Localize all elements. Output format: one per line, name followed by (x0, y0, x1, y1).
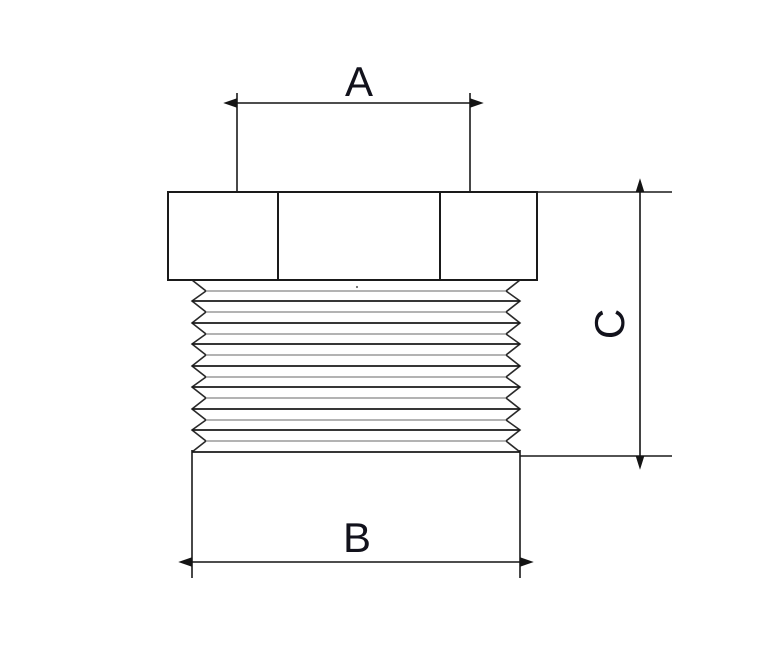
dimension-b: B (178, 450, 534, 578)
thread-crest-lines (206, 290, 506, 442)
dimension-a-label: A (345, 58, 373, 105)
dimension-c: C (520, 178, 672, 470)
hex-head-outline (167, 191, 538, 281)
dimension-c-label: C (586, 309, 633, 339)
part-geometry (167, 191, 538, 453)
thread-root-lines (192, 300, 520, 453)
hex-head-body (167, 191, 538, 281)
threaded-shank (190, 279, 522, 453)
dimension-a: A (223, 58, 484, 192)
dimension-b-label: B (343, 514, 371, 561)
centre-tick-mark (355, 285, 359, 289)
